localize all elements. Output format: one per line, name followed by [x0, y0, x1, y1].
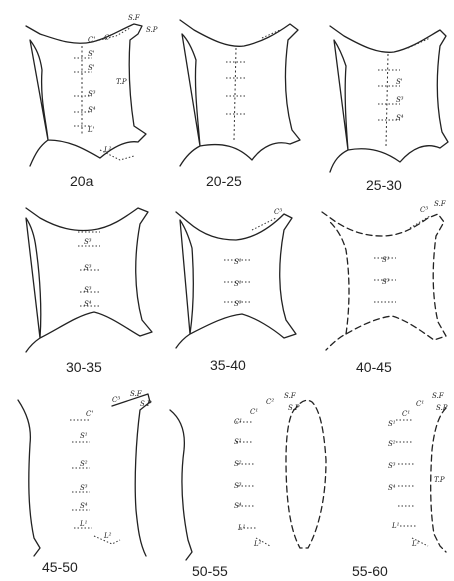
panel-label: 50-55: [192, 563, 228, 579]
panel-label: 55-60: [352, 563, 388, 579]
panel-55-60-mark: S.P: [436, 404, 448, 412]
panel-35-40-mark: C³: [274, 208, 282, 216]
panel-30-35-mark: S³: [84, 264, 92, 272]
panel-45-50-mark: L²: [103, 532, 112, 540]
panel-35-40-mark: S³: [234, 300, 242, 308]
panel-20-25-outline: [180, 20, 300, 166]
panel-50-55-mark: S.F: [284, 392, 297, 400]
panel-50-55-mark: L²: [253, 540, 262, 548]
panel-30-35-outline: [26, 208, 152, 352]
panel-25-30-mark: S⁴: [396, 114, 404, 122]
panel-40-45-mark: S³: [382, 278, 390, 286]
panel-40-45: C³ S.F S¹ S³ 40-45: [322, 200, 447, 375]
panel-20-25-dots: [226, 30, 280, 114]
panel-20a-mark: S⁴: [88, 106, 96, 114]
panel-35-40: C³ S¹ S¹ S³ 35-40: [176, 208, 296, 373]
panel-20-25: 20-25: [180, 20, 300, 189]
panel-55-60-mark: S³: [388, 462, 396, 470]
panel-55-60-dots: [396, 420, 428, 546]
panel-30-35: S³ S³ S³ S⁴ 30-35: [26, 208, 152, 375]
panel-45-50-mark: C': [86, 410, 93, 418]
panel-label: 45-50: [42, 559, 78, 575]
panel-25-30-spine: [386, 54, 388, 146]
panel-55-60-mark: L¹: [391, 522, 400, 530]
panel-50-55: S.F S.P C² C¹ C¹ S¹ S² S³ S⁴ L¹ L² 50-55: [170, 392, 326, 579]
panel-55-60-mark: C¹: [416, 400, 424, 408]
panel-label: 40-45: [356, 359, 392, 375]
panel-50-55-outline-left: [170, 410, 192, 560]
panel-20a-mark: S.P: [146, 26, 158, 34]
panel-25-30: S' S³ S⁴ 25-30: [330, 26, 448, 193]
panel-50-55-mark: L¹: [237, 524, 246, 532]
panel-45-50-outline-left: [18, 400, 40, 556]
panel-20a-outline: [26, 24, 146, 166]
panel-30-35-mark: S³: [84, 286, 92, 294]
panel-55-60: S.F S.P C¹ C¹ S¹ S² S³ S⁴ T.P L¹ L² 55-6…: [352, 392, 448, 579]
panel-label: 35-40: [210, 357, 246, 373]
panel-45-50-mark: S²: [80, 460, 88, 468]
panel-55-60-mark: C¹: [402, 410, 410, 418]
panel-35-40-dots: [224, 218, 276, 302]
panel-label: 25-30: [366, 177, 402, 193]
panel-20a: S.F S.P C' C' S' S' T.P S³ S⁴ L' L² 20a: [26, 14, 158, 189]
panel-50-55-mark: S²: [234, 460, 242, 468]
panel-50-55-mark: S³: [234, 482, 242, 490]
panel-25-30-mark: S': [396, 78, 403, 86]
panel-20a-mark: L': [87, 126, 95, 134]
panel-label: 30-35: [66, 359, 102, 375]
panel-40-45-mark: S.F: [434, 200, 447, 208]
panel-55-60-mark: S¹: [388, 420, 396, 428]
panel-45-50: S.F S.P C³ C' S¹ S² S³ S⁴ L¹ L² 45-50: [18, 390, 152, 575]
panel-20a-mark: S.F: [128, 14, 141, 22]
panel-45-50-mark: S.F: [130, 390, 143, 398]
panel-55-60-mark: S.F: [432, 392, 445, 400]
panel-20a-mark: C': [104, 34, 111, 42]
panel-35-40-mark: S¹: [234, 280, 242, 288]
panel-45-50-outline-right: [112, 394, 150, 556]
panel-20a-mark: S': [88, 64, 95, 72]
panel-20a-mark: S': [88, 50, 95, 58]
panel-45-50-mark: L¹: [79, 520, 88, 528]
panel-55-60-mark: L²: [411, 540, 420, 548]
panel-label: 20a: [70, 173, 94, 189]
panel-20a-mark: L²: [103, 146, 112, 154]
panel-50-55-mark: C²: [266, 398, 274, 406]
panel-50-55-mark: C¹: [250, 408, 258, 416]
panel-45-50-mark: S¹: [80, 432, 88, 440]
panel-45-50-dots: [70, 420, 120, 544]
panel-55-60-mark: S²: [388, 440, 396, 448]
panel-25-30-outline: [330, 26, 448, 172]
panel-40-45-mark: S¹: [382, 256, 390, 264]
panel-30-35-mark: S⁴: [84, 300, 92, 308]
panel-50-55-mark: S¹: [234, 438, 242, 446]
panel-20a-mark: S³: [88, 90, 96, 98]
panel-20a-crest-dots: [92, 28, 134, 160]
panel-25-30-dots: [378, 38, 430, 120]
panel-50-55-mark: S⁴: [234, 502, 242, 510]
panel-30-35-mark: S³: [84, 238, 92, 246]
panel-45-50-mark: S⁴: [80, 502, 88, 510]
panel-50-55-outline-right: [286, 400, 326, 548]
panel-45-50-mark: S³: [80, 484, 88, 492]
panel-45-50-mark: C³: [112, 396, 120, 404]
panel-55-60-mark: S⁴: [388, 484, 396, 492]
panel-50-55-mark: C¹: [234, 418, 242, 426]
panel-20a-mark: T.P: [116, 78, 127, 86]
panel-20a-mark: C': [88, 36, 95, 44]
panel-55-60-mark: T.P: [434, 476, 445, 484]
panel-25-30-mark: S³: [396, 96, 404, 104]
panel-45-50-mark: S.P: [140, 400, 152, 408]
panel-50-55-mark: S.P: [288, 404, 300, 412]
panel-35-40-mark: S¹: [234, 258, 242, 266]
panel-label: 20-25: [206, 173, 242, 189]
panel-40-45-mark: C³: [420, 206, 428, 214]
